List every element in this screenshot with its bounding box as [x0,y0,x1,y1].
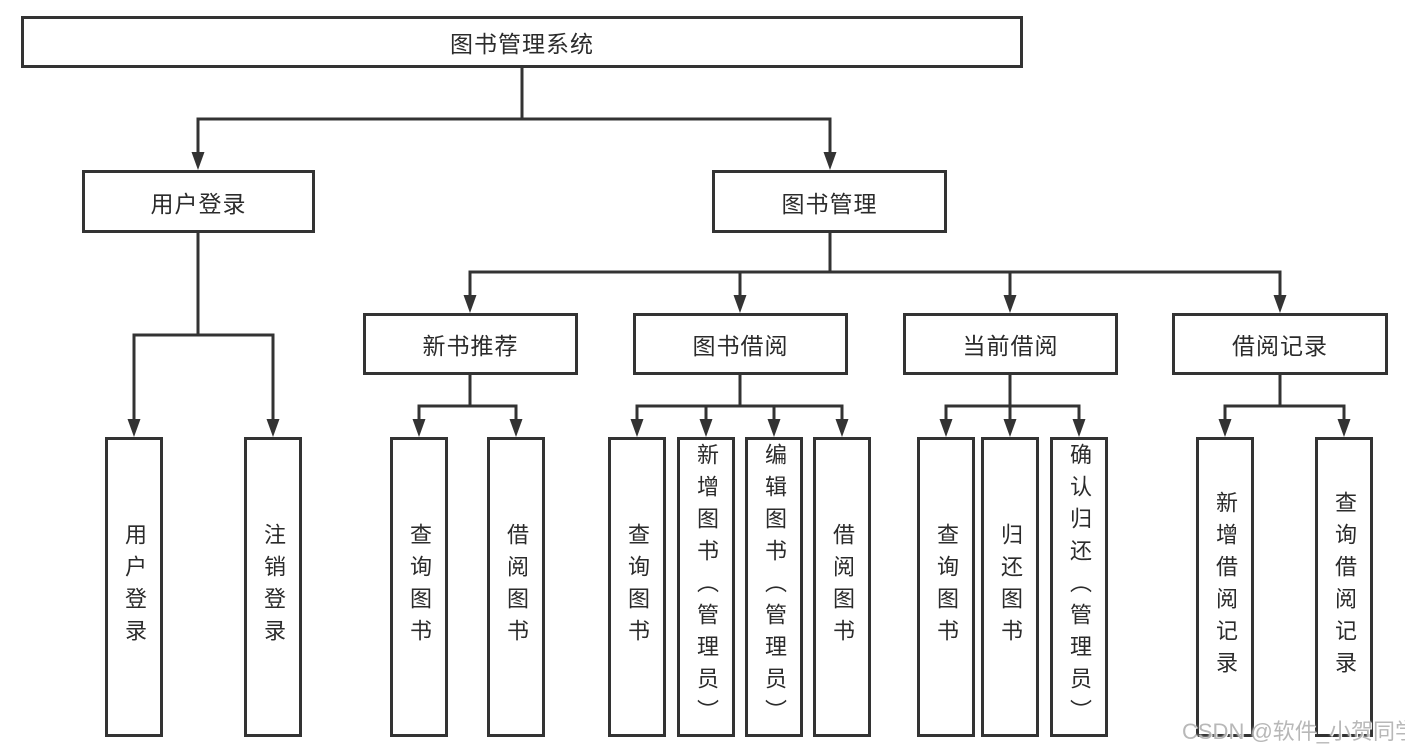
leaf-return-book: 归还图书 [981,437,1039,737]
branch-book-borrow [630,375,849,437]
branch-user-login [127,233,280,437]
node-new-book-recommend: 新书推荐 [363,313,578,375]
node-book-management: 图书管理 [712,170,947,233]
leaf-borrow-book: 借阅图书 [813,437,871,737]
branch-current-borrow [939,375,1086,437]
leaf-logout: 注销登录 [244,437,302,737]
node-borrow-record: 借阅记录 [1172,313,1388,375]
node-current-borrow: 当前借阅 [903,313,1118,375]
leaf-add-borrow-record: 新增借阅记录 [1196,437,1254,737]
leaf-query-book-current: 查询图书 [917,437,975,737]
leaf-borrow-book-recommend: 借阅图书 [487,437,545,737]
node-root: 图书管理系统 [21,16,1023,68]
leaf-query-borrow-record: 查询借阅记录 [1315,437,1373,737]
leaf-query-book-recommend: 查询图书 [390,437,448,737]
node-book-borrow: 图书借阅 [633,313,848,375]
leaf-confirm-return-admin: 确认归还（管理员） [1050,437,1108,737]
branch-root [191,68,837,170]
branch-new-book-recommend [412,375,523,437]
node-user-login: 用户登录 [82,170,315,233]
branch-borrow-record [1218,375,1351,437]
leaf-add-book-admin: 新增图书（管理员） [677,437,735,737]
leaf-user-login: 用户登录 [105,437,163,737]
leaf-query-book-borrow: 查询图书 [608,437,666,737]
leaf-edit-book-admin: 编辑图书（管理员） [745,437,803,737]
branch-book-management [463,233,1287,313]
watermark: CSDN @软件_小贺同学 [1182,719,1405,744]
